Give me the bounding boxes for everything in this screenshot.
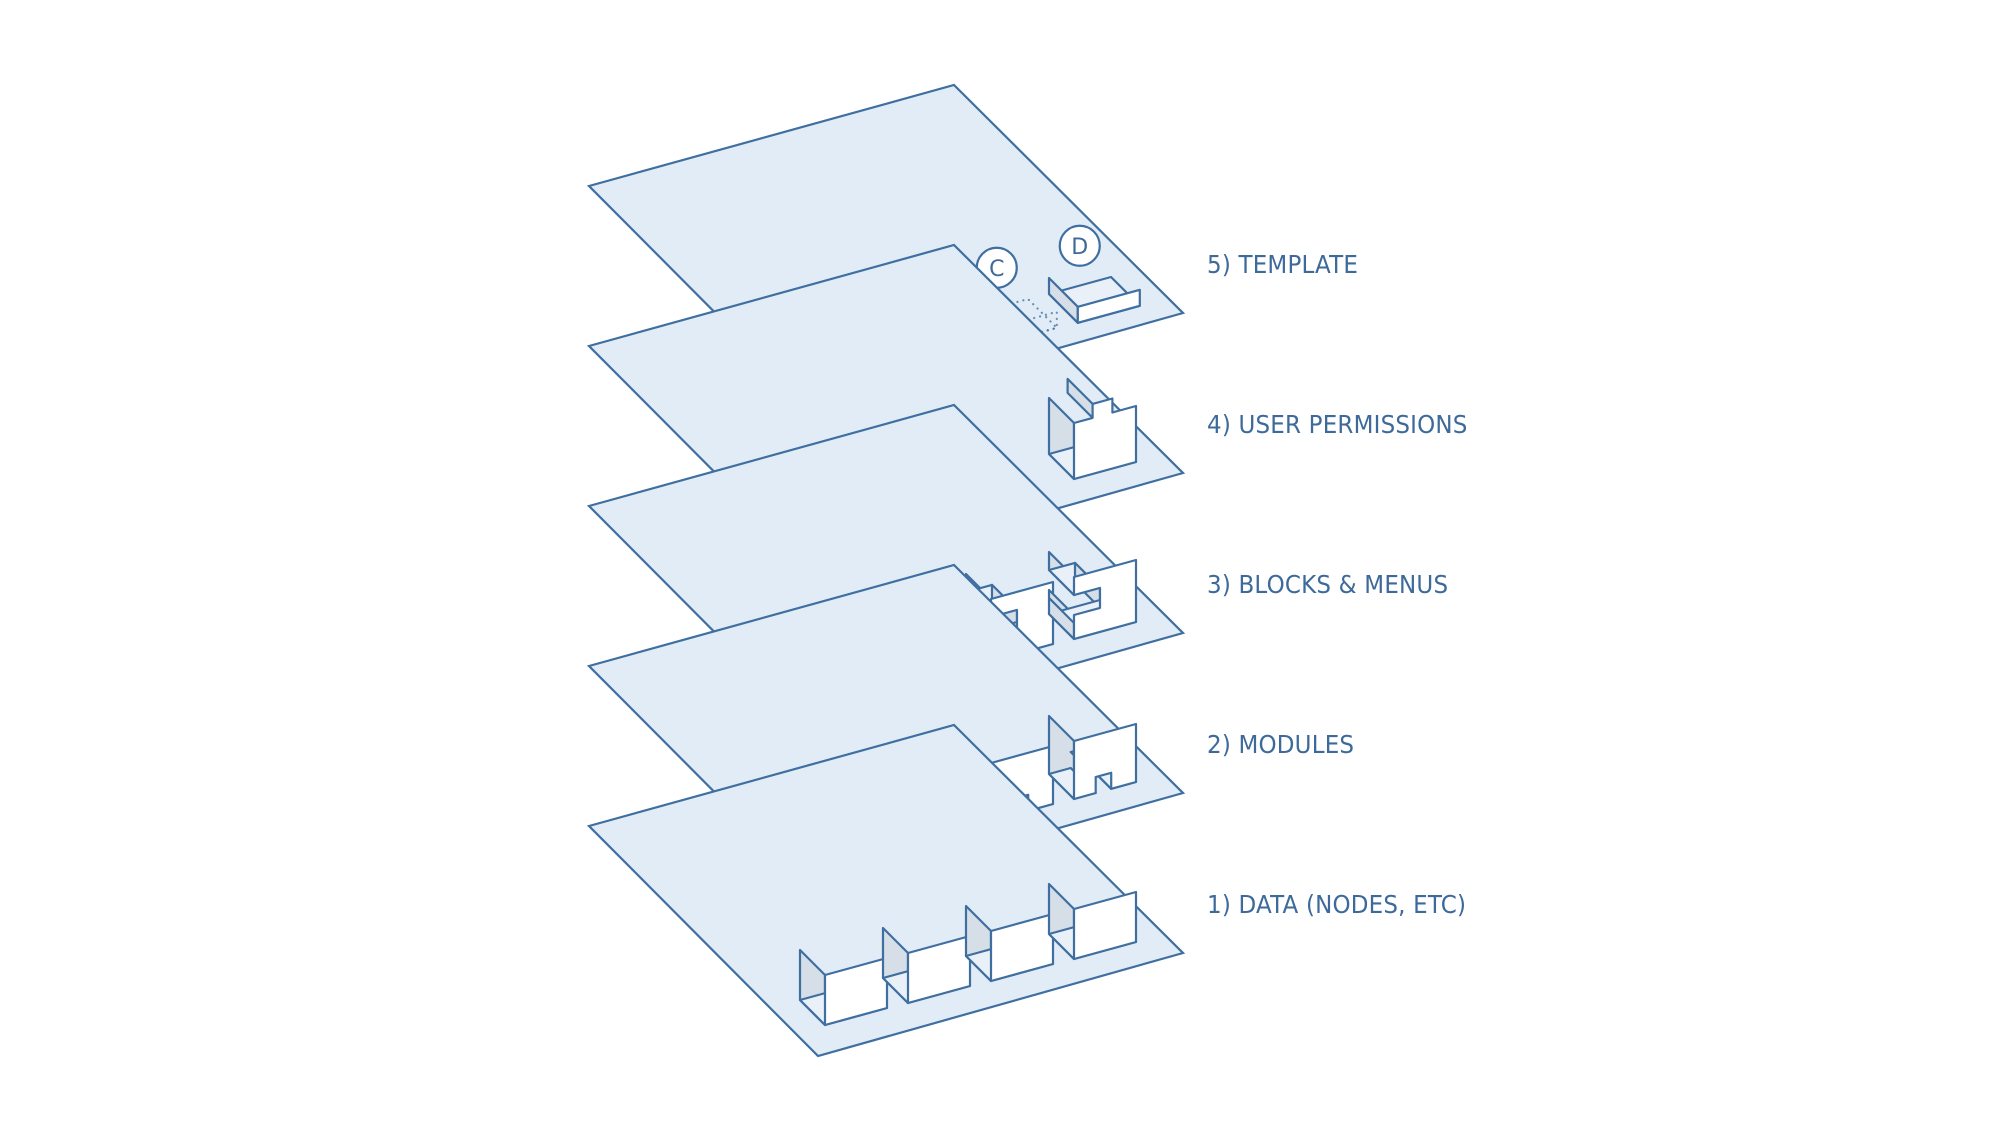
cube-3 [964,904,1055,983]
slab-4 [1047,275,1141,324]
marker-letter: C [989,257,1004,282]
front-face [1072,558,1138,641]
marker-letter: D [1071,235,1088,260]
cube-2 [881,926,972,1005]
marker-d: D [1058,224,1101,267]
layer-label-blocks-menus: 3) BLOCKS & MENUS [1207,570,1449,599]
layer-label-user-permissions: 4) USER PERMISSIONS [1207,410,1468,439]
layer-1 [586,723,1186,1058]
stepped-block-4 [1047,377,1138,481]
front-face [1072,397,1138,481]
layer-label-template: 5) TEMPLATE [1207,250,1359,279]
marker-circle [1058,224,1101,267]
cube-1 [798,948,889,1027]
layer-label-modules: 2) MODULES [1207,730,1355,759]
front-face [1076,288,1141,324]
layer-plane [586,723,1186,1058]
cube-4 [1047,882,1138,961]
notched-block-4 [1047,714,1138,801]
front-face [1072,890,1138,961]
front-face [1072,722,1138,801]
layer-label-data: 1) DATA (NODES, ETC) [1207,890,1467,919]
c-block-4 [1047,550,1138,641]
